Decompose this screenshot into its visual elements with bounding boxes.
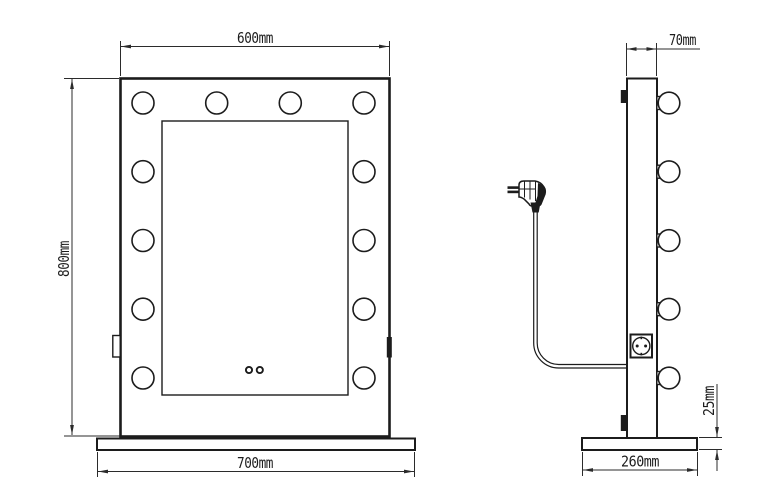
arrow-right-icon [687, 468, 697, 472]
dimension-height-800: 800mm [55, 78, 123, 437]
arrow-left-icon [121, 44, 131, 49]
cord-outer-line [533, 212, 627, 369]
mount-tab-top [620, 90, 627, 103]
light-bulb [352, 159, 376, 184]
dim-label-height: 800mm [55, 241, 73, 277]
mirror-panel-side [626, 77, 658, 439]
light-bulb [352, 228, 376, 253]
light-bulb [131, 91, 155, 115]
arrow-left-icon [98, 469, 108, 474]
mirror-base-front [96, 437, 416, 451]
touch-control-dot [255, 365, 264, 375]
power-cord [507, 180, 627, 369]
side-view: 70mm [507, 31, 722, 476]
touch-control-dot [244, 365, 254, 375]
mirror-glass [161, 120, 349, 396]
side-bulbs [656, 91, 681, 390]
mirror-base-side [581, 437, 698, 451]
dim-label-depth: 70mm [669, 31, 696, 49]
front-bulbs [131, 91, 376, 390]
dimension-base-depth-260: 260mm [582, 452, 698, 476]
dim-label-base-width: 700mm [237, 454, 273, 472]
arrow-right-icon [646, 47, 657, 51]
touch-controls [244, 365, 264, 375]
dimension-width-600: 600mm [120, 29, 390, 76]
dimension-base-700: 700mm [97, 452, 415, 477]
dim-label-base-thickness: 25mm [700, 386, 718, 416]
arrow-left-icon [626, 47, 637, 51]
light-bulb [131, 297, 155, 322]
arrow-down-icon [715, 427, 719, 437]
power-socket-icon [629, 333, 653, 359]
light-bulb-side [656, 91, 681, 115]
arrow-up-icon [70, 79, 74, 89]
right-side-tab [386, 337, 392, 358]
light-bulb [352, 91, 376, 115]
light-bulb-side [656, 228, 681, 253]
power-inlet-tab [620, 415, 627, 431]
dim-label-base-depth: 260mm [621, 453, 659, 471]
dimension-depth-70: 70mm [626, 31, 700, 76]
arrow-up-icon [715, 450, 719, 460]
light-bulb [352, 366, 376, 390]
light-bulb [131, 159, 155, 184]
light-bulb [131, 228, 155, 253]
arrow-right-icon [404, 469, 414, 474]
power-plug-icon [507, 180, 547, 213]
left-side-tab [112, 334, 121, 358]
cord-inner-line [536, 212, 627, 366]
dim-label-width: 600mm [237, 29, 273, 47]
arrow-left-icon [583, 468, 593, 472]
light-bulb [352, 297, 376, 322]
light-bulb [204, 91, 229, 115]
arrow-right-icon [379, 44, 389, 49]
dimension-base-thickness-25: 25mm [699, 384, 722, 471]
arrow-down-icon [70, 425, 74, 435]
light-bulb-side [656, 160, 681, 184]
light-bulb [131, 366, 155, 390]
light-bulb-side [656, 297, 681, 321]
light-bulb-side [656, 366, 681, 390]
light-bulb [278, 91, 303, 115]
front-view: 600mm 800mm [55, 29, 416, 477]
